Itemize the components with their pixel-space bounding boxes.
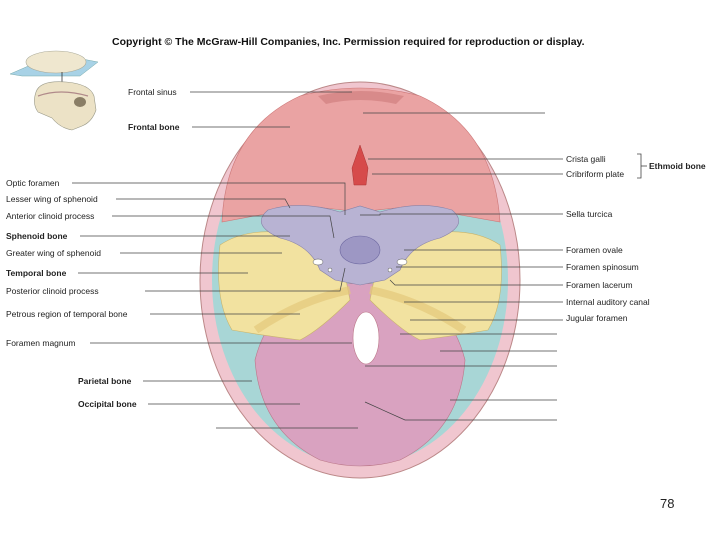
label-foramen-magnum: Foramen magnum	[6, 338, 76, 348]
label-temporal-bone: Temporal bone	[6, 268, 67, 278]
label-jugular-foramen: Jugular foramen	[566, 313, 628, 323]
left-leader-lines	[72, 91, 358, 429]
label-lesser-wing-sphenoid: Lesser wing of sphenoid	[6, 194, 98, 204]
copyright-notice: Copyright © The McGraw-Hill Companies, I…	[112, 36, 585, 48]
label-ethmoid-bone: Ethmoid bone	[649, 161, 706, 171]
ethmoid-crista-galli	[351, 144, 369, 186]
label-occipital-bone: Occipital bone	[78, 399, 137, 409]
label-frontal-bone: Frontal bone	[128, 122, 180, 132]
label-optic-foramen: Optic foramen	[6, 178, 60, 188]
label-sphenoid-bone: Sphenoid bone	[6, 231, 68, 241]
label-posterior-clinoid: Posterior clinoid process	[6, 286, 99, 296]
label-foramen-ovale: Foramen ovale	[566, 245, 623, 255]
label-internal-auditory-canal: Internal auditory canal	[566, 297, 650, 307]
label-crista-galli: Crista galli	[566, 154, 606, 164]
label-sella-turcica: Sella turcica	[566, 209, 613, 219]
ethmoid-bracket	[637, 153, 647, 179]
right-leader-lines	[360, 112, 563, 421]
label-foramen-spinosum: Foramen spinosum	[566, 262, 639, 272]
skull-thumbnail	[9, 50, 99, 131]
label-petrous-region: Petrous region of temporal bone	[6, 309, 128, 319]
sella-turcica-region	[339, 235, 381, 265]
label-parietal-bone: Parietal bone	[78, 376, 132, 386]
foramen-magnum-opening	[352, 311, 380, 365]
label-frontal-sinus: Frontal sinus	[128, 87, 177, 97]
label-anterior-clinoid: Anterior clinoid process	[6, 211, 95, 221]
label-foramen-lacerum: Foramen lacerum	[566, 280, 633, 290]
label-greater-wing-sphenoid: Greater wing of sphenoid	[6, 248, 101, 258]
page-number: 78	[660, 496, 675, 511]
label-cribriform-plate: Cribriform plate	[566, 169, 625, 179]
